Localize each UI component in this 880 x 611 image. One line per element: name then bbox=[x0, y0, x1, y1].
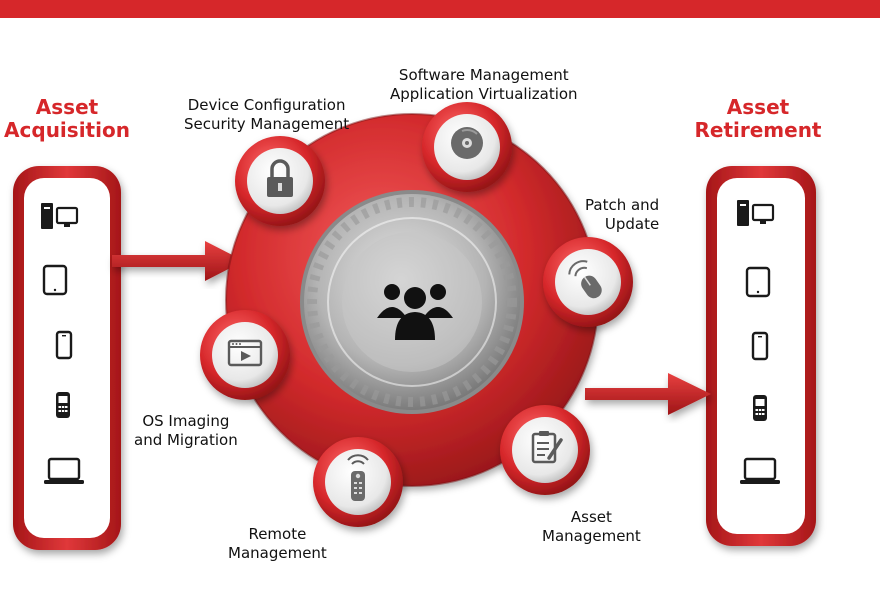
os-imaging-node[interactable] bbox=[200, 310, 290, 400]
users-group-icon bbox=[377, 284, 453, 340]
software-management-label: Software Management Application Virtuali… bbox=[390, 66, 578, 103]
software-management-node[interactable] bbox=[422, 102, 512, 192]
patch-update-label: Patch and Update bbox=[585, 196, 660, 233]
laptop-icon bbox=[44, 457, 84, 484]
tablet-icon bbox=[745, 266, 771, 298]
padlock-icon bbox=[267, 159, 293, 197]
patch-update-node[interactable] bbox=[543, 237, 633, 327]
smartphone-icon bbox=[55, 330, 73, 360]
remote-control-icon bbox=[347, 454, 369, 501]
feature-phone-icon bbox=[56, 392, 70, 418]
os-imaging-label: OS Imaging and Migration bbox=[134, 412, 238, 449]
acquisition-to-cycle-arrow bbox=[112, 241, 244, 281]
asset-retirement-title: Asset Retirement bbox=[694, 95, 822, 142]
device-configuration-node[interactable] bbox=[235, 136, 325, 226]
asset-management-node[interactable] bbox=[500, 405, 590, 495]
wireless-mouse-icon bbox=[568, 260, 602, 299]
feature-phone-icon bbox=[753, 395, 767, 421]
laptop-icon bbox=[740, 457, 780, 484]
remote-management-label: Remote Management bbox=[228, 525, 327, 562]
desktop-computer-icon bbox=[41, 203, 79, 229]
asset-retirement-panel bbox=[706, 166, 816, 546]
disc-icon bbox=[451, 127, 483, 159]
device-configuration-label: Device Configuration Security Management bbox=[184, 96, 350, 133]
video-window-icon bbox=[227, 339, 263, 367]
tablet-icon bbox=[42, 264, 68, 296]
clipboard-icon bbox=[531, 431, 563, 464]
asset-acquisition-title: Asset Acquisition bbox=[4, 95, 130, 142]
cycle-to-retirement-arrow bbox=[585, 373, 711, 415]
smartphone-icon bbox=[751, 331, 769, 361]
desktop-computer-icon bbox=[737, 200, 775, 226]
remote-management-node[interactable] bbox=[313, 437, 403, 527]
asset-management-label: Asset Management bbox=[542, 508, 641, 545]
asset-acquisition-panel bbox=[13, 166, 121, 550]
top-accent-bar bbox=[0, 0, 880, 18]
